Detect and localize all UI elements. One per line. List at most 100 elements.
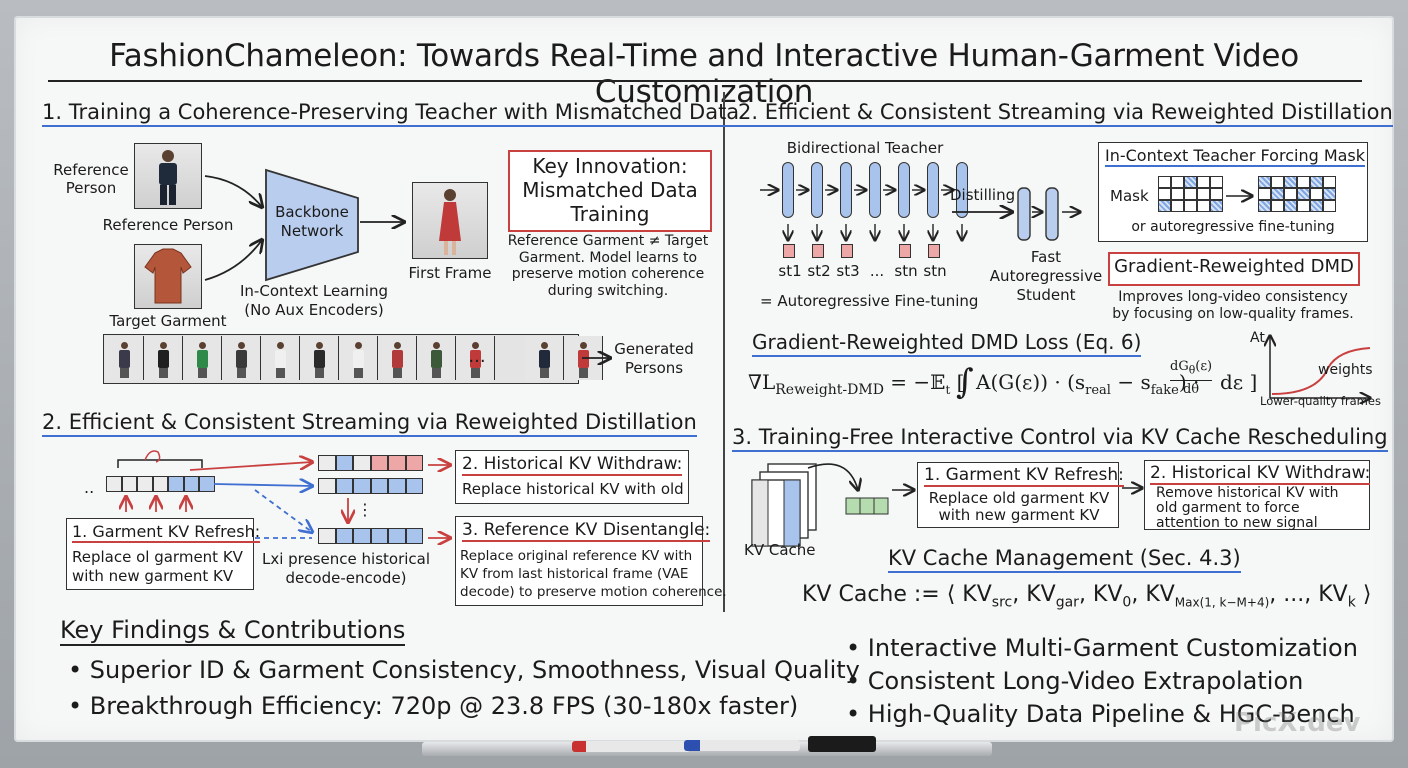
contribution-2: • Consistent Long-Video Extrapolation [846, 667, 1304, 695]
person-head-icon [541, 342, 548, 349]
filmstrip-frame [144, 336, 183, 380]
kv-cell [353, 455, 371, 471]
key-finding-1: • Superior ID & Garment Consistency, Smo… [68, 656, 860, 684]
plot-x-label: Lower-quality frames [1260, 394, 1381, 408]
generated-persons-caption: Generated Persons [614, 340, 694, 377]
kv-cell [405, 478, 423, 494]
kv-cell [335, 455, 353, 471]
sequence-dots: .. [84, 478, 95, 497]
mask-cell [1310, 200, 1323, 212]
backbone-network-shape [265, 168, 359, 282]
dmd-loss-heading: Gradient-Reweighted DMD Loss (Eq. 6) [752, 330, 1142, 357]
right-garment-kv-refresh-title: 1. Garment KV Refresh: [924, 465, 1124, 487]
dress-person-icon [439, 189, 461, 255]
person-head-icon [316, 342, 323, 349]
contribution-1: • Interactive Multi-Garment Customizatio… [846, 634, 1358, 662]
red-marker[interactable] [572, 741, 690, 752]
key-innovation-title: Key Innovation: Mismatched Data Training [522, 154, 698, 226]
mask-cell [1323, 200, 1336, 212]
person-legs-icon [540, 368, 549, 378]
mask-cell [1284, 176, 1297, 188]
right-historical-kv-withdraw-description: Remove historical KV with old garment to… [1156, 485, 1339, 531]
teacher-arrows [760, 162, 960, 252]
filmstrip-frame [222, 336, 261, 380]
left-top-arrows [204, 175, 720, 281]
kv-cell [318, 478, 336, 494]
reference-person-caption: Reference Person [102, 216, 234, 234]
reference-kv-disentangle-title: 3. Reference KV Disentangle: [462, 520, 711, 542]
kv-cell [152, 476, 168, 492]
mask-cell [1184, 176, 1197, 188]
mask-cell [1297, 200, 1310, 212]
person-legs-icon [471, 368, 480, 378]
mask-cell [1171, 200, 1184, 212]
person-legs-icon [579, 368, 588, 378]
teacher-layer [782, 162, 794, 218]
left-mid-arrows [117, 450, 720, 620]
vertical-dots: ⋮ [357, 500, 373, 519]
garment-kv-refresh-description: Replace ol garment KV with new garment K… [72, 548, 243, 585]
reference-kv-disentangle-box [455, 516, 703, 606]
teacher-layer [898, 162, 910, 218]
teacher-layer [840, 162, 852, 218]
kv-cell [405, 528, 423, 544]
kv-cell [370, 478, 388, 494]
person-legs-icon [354, 368, 363, 378]
person-legs-icon [393, 368, 402, 378]
section-2-left-heading: 2. Efficient & Consistent Streaming via … [42, 410, 697, 437]
section-3-heading: 3. Training-Free Interactive Control via… [732, 425, 1388, 452]
mask-cell [1271, 200, 1284, 212]
mask-cell [1284, 200, 1297, 212]
kv-cell [370, 455, 388, 471]
mask-cell [1271, 176, 1284, 188]
state-token [928, 244, 940, 258]
state-token-label: st3 [836, 262, 860, 280]
key-innovation-description: Reference Garment ≠ Target Garment. Mode… [507, 233, 709, 299]
kv-cell [370, 528, 388, 544]
person-legs-icon [237, 368, 246, 378]
key-innovation-box [508, 150, 712, 232]
blue-marker[interactable] [684, 740, 800, 751]
key-findings-heading: Key Findings & Contributions [60, 616, 406, 646]
person-legs-icon [159, 368, 168, 378]
mask-cell [1184, 188, 1197, 200]
kv-cell [137, 476, 153, 492]
mask-cell [1197, 176, 1210, 188]
mask-cell [1158, 200, 1171, 212]
mask-cell [1184, 200, 1197, 212]
eraser[interactable] [808, 736, 876, 752]
kv-cell [335, 478, 353, 494]
mask-cell [1310, 176, 1323, 188]
person-head-icon [355, 342, 362, 349]
kv-cache-label: KV Cache [744, 541, 816, 559]
kv-cache-stack [751, 463, 928, 547]
mask-cell [1284, 188, 1297, 200]
person-body-icon [275, 350, 286, 368]
person-legs-icon [120, 368, 129, 378]
section-1-heading: 1. Training a Coherence-Preserving Teach… [42, 100, 740, 127]
state-token-label: ... [869, 262, 885, 280]
person-body-icon [539, 350, 550, 368]
person-body-icon [158, 350, 169, 368]
filmstrip-frame [339, 336, 378, 380]
filmstrip-frame [261, 336, 300, 380]
kv-cell [183, 476, 199, 492]
shirt-icon [144, 248, 192, 304]
kv-cell [335, 528, 353, 544]
person-legs-icon [315, 368, 324, 378]
teacher-layer [956, 162, 968, 218]
presence-decode-encode-text: Lxi presence historical decode-encode) [261, 550, 431, 587]
right-garment-kv-refresh-box [917, 462, 1119, 528]
filmstrip-frame [105, 336, 144, 380]
mask-cell [1297, 188, 1310, 200]
person-head-icon [472, 342, 479, 349]
kv-cell [318, 528, 336, 544]
kv-cell [388, 455, 406, 471]
mask-cell [1210, 200, 1223, 212]
fast-student-label: Fast Autoregressive Student [989, 248, 1103, 304]
right-garment-kv-refresh-description: Replace old garment KV with new garment … [928, 489, 1110, 524]
right-historical-kv-withdraw-title: 2. Historical KV Withdraw: [1150, 463, 1371, 485]
mask-cell [1197, 200, 1210, 212]
filmstrip-frame [300, 336, 339, 380]
gradient-reweighted-dmd-description: Improves long-video consistency by focus… [1112, 289, 1354, 322]
